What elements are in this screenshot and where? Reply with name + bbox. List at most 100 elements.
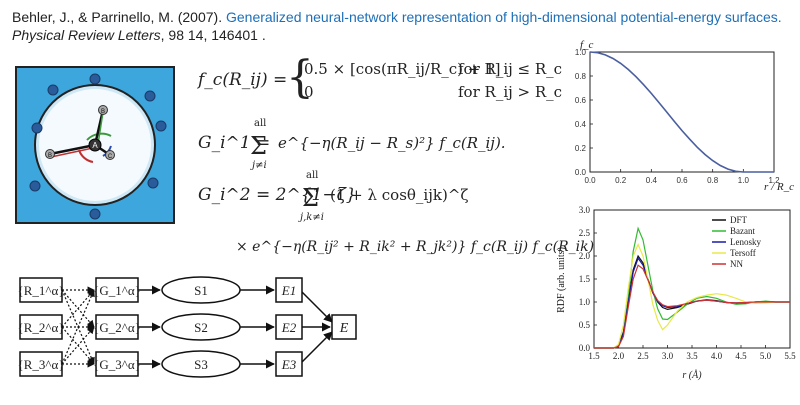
y-axis-label: f_c — [580, 39, 594, 51]
svg-text:E3: E3 — [281, 357, 297, 372]
x-tick-label: 0.0 — [584, 176, 596, 185]
svg-text:j,k≠i: j,k≠i — [298, 212, 324, 223]
legend-label: NN — [730, 259, 743, 269]
svg-text:f_c(R_ij) =: f_c(R_ij) = — [196, 70, 287, 90]
x-tick-label: 4.5 — [735, 351, 747, 361]
input-node: {R_2^α} — [17, 314, 65, 340]
y-tick-label: 2.5 — [579, 228, 591, 238]
y-tick-label: 0.0 — [575, 168, 587, 177]
citation-details: , 98 14, 146401 . — [160, 27, 266, 43]
svg-text:{: { — [286, 52, 314, 103]
svg-text:E2: E2 — [281, 320, 297, 335]
y-tick-label: 0.5 — [579, 320, 591, 330]
network-diagram: {R_1^α} {R_2^α} {R_3^α} {G_1^α} {G_2^α} … — [17, 276, 357, 378]
y-tick-label: 0.2 — [575, 144, 587, 153]
x-tick-label: 1.0 — [738, 176, 750, 185]
legend-label: DFT — [730, 215, 748, 225]
legend-label: Bazant — [730, 226, 755, 236]
svg-text:B: B — [101, 109, 105, 115]
neighbor-atom: B — [98, 105, 108, 115]
neighbor-atom: B — [45, 149, 55, 159]
symmetry-node: {G_2^α} — [93, 314, 141, 340]
rdf-series-line — [594, 226, 790, 349]
network-arrows — [138, 285, 333, 369]
svg-text:S1: S1 — [194, 283, 208, 298]
x-tick-label: 0.8 — [707, 176, 719, 185]
svg-text:C: C — [108, 154, 113, 160]
x-tick-label: 0.4 — [646, 176, 658, 185]
svg-text:Σ: Σ — [250, 132, 267, 160]
equations: f_c(R_ij) = { 0.5 × [cos(πR_ij/R_c) + 1]… — [196, 52, 664, 255]
x-tick-label: 0.2 — [615, 176, 627, 185]
svg-text:(1 + λ cosθ_ijk)^ζ: (1 + λ cosθ_ijk)^ζ — [330, 186, 469, 204]
energy-node: E1 — [275, 277, 303, 303]
svg-text:all: all — [254, 118, 266, 129]
svg-text:Σ: Σ — [302, 184, 319, 212]
svg-text:{G_2^α}: {G_2^α} — [93, 320, 141, 335]
cutoff-curve — [589, 51, 774, 173]
y-tick-label: 3.0 — [579, 205, 591, 215]
input-cross-connections — [61, 286, 95, 368]
svg-text:all: all — [306, 170, 318, 181]
y-axis-label: RDF (arb. units) — [556, 247, 567, 313]
svg-text:B: B — [48, 153, 52, 159]
symmetry-node: {G_3^α} — [93, 351, 141, 377]
x-tick-label: 2.5 — [637, 351, 649, 361]
atom-environment-diagram: A B C B — [15, 66, 175, 224]
citation-title[interactable]: Generalized neural-network representatio… — [225, 9, 782, 25]
x-tick-label: 3.5 — [686, 351, 698, 361]
y-tick-label: 0.8 — [575, 72, 587, 81]
x-tick-label: 0.6 — [676, 176, 688, 185]
svg-text:G_i^2 = 2^{1−ζ}: G_i^2 = 2^{1−ζ} — [198, 185, 357, 205]
svg-text:{R_3^α}: {R_3^α} — [17, 357, 64, 372]
y-tick-label: 2.0 — [579, 251, 591, 261]
svg-text:A: A — [92, 141, 98, 150]
svg-text:for R_ij > R_c: for R_ij > R_c — [458, 83, 562, 101]
subnet-node: S2 — [161, 313, 241, 341]
y-tick-label: 1.0 — [579, 297, 591, 307]
citation: Behler, J., & Parrinello, M. (2007). Gen… — [12, 8, 782, 44]
svg-text:× e^{−η(R_ij² + R_ik² + R_jk²): × e^{−η(R_ij² + R_ik² + R_jk²)} f_c(R_ij… — [236, 239, 664, 255]
subnet-node: S3 — [161, 350, 241, 378]
y-tick-label: 0.0 — [579, 343, 591, 353]
legend-label: Tersoff — [730, 248, 756, 258]
neighbor-atom: C — [105, 150, 115, 160]
central-atom: A — [88, 138, 102, 152]
plot-frame — [589, 51, 775, 173]
y-tick-label: 0.6 — [575, 96, 587, 105]
svg-text:G_i^1 =: G_i^1 = — [198, 133, 270, 153]
x-tick-label: 1.2 — [768, 176, 780, 185]
rdf-series-line — [594, 264, 790, 349]
x-tick-label: 1.5 — [588, 351, 600, 361]
svg-text:{G_3^α}: {G_3^α} — [93, 357, 141, 372]
svg-text:{R_2^α}: {R_2^α} — [17, 320, 64, 335]
x-axis-label: r / R_c — [764, 181, 794, 193]
legend-label: Lenosky — [730, 237, 761, 247]
input-node: {R_3^α} — [17, 351, 65, 377]
x-tick-label: 4.0 — [711, 351, 723, 361]
svg-text:for R_ij ≤ R_c: for R_ij ≤ R_c — [458, 60, 562, 78]
total-energy-node: E — [331, 314, 357, 340]
input-node: {R_1^α} — [17, 277, 65, 303]
svg-text:{R_1^α}: {R_1^α} — [17, 283, 64, 298]
subnet-node: S1 — [161, 276, 241, 304]
citation-authors: Behler, J., & Parrinello, M. (2007). — [12, 9, 223, 25]
x-tick-label: 2.0 — [613, 351, 625, 361]
symmetry-node: {G_1^α} — [93, 277, 141, 303]
y-tick-label: 1.0 — [575, 48, 587, 57]
svg-text:e^{−η(R_ij − R_s)²} f_c(R_ij).: e^{−η(R_ij − R_s)²} f_c(R_ij). — [278, 134, 506, 152]
svg-text:E1: E1 — [281, 283, 296, 298]
svg-text:0.5 × [cos(πR_ij/R_c) + 1]: 0.5 × [cos(πR_ij/R_c) + 1] — [304, 60, 501, 78]
cutoff-equation: f_c(R_ij) = { 0.5 × [cos(πR_ij/R_c) + 1]… — [196, 52, 562, 103]
citation-journal: Physical Review Letters — [12, 27, 161, 43]
x-tick-label: 3.0 — [662, 351, 674, 361]
g1-equation: G_i^1 = all Σ j≠i e^{−η(R_ij − R_s)²} f_… — [198, 118, 506, 171]
g2-equation: G_i^2 = 2^{1−ζ} all Σ j,k≠i (1 + λ cosθ_… — [198, 170, 664, 255]
y-tick-label: 0.4 — [575, 120, 587, 129]
svg-text:0: 0 — [304, 83, 314, 101]
svg-text:S2: S2 — [194, 320, 208, 335]
svg-text:{G_1^α}: {G_1^α} — [93, 283, 141, 298]
x-tick-label: 5.5 — [784, 351, 796, 361]
